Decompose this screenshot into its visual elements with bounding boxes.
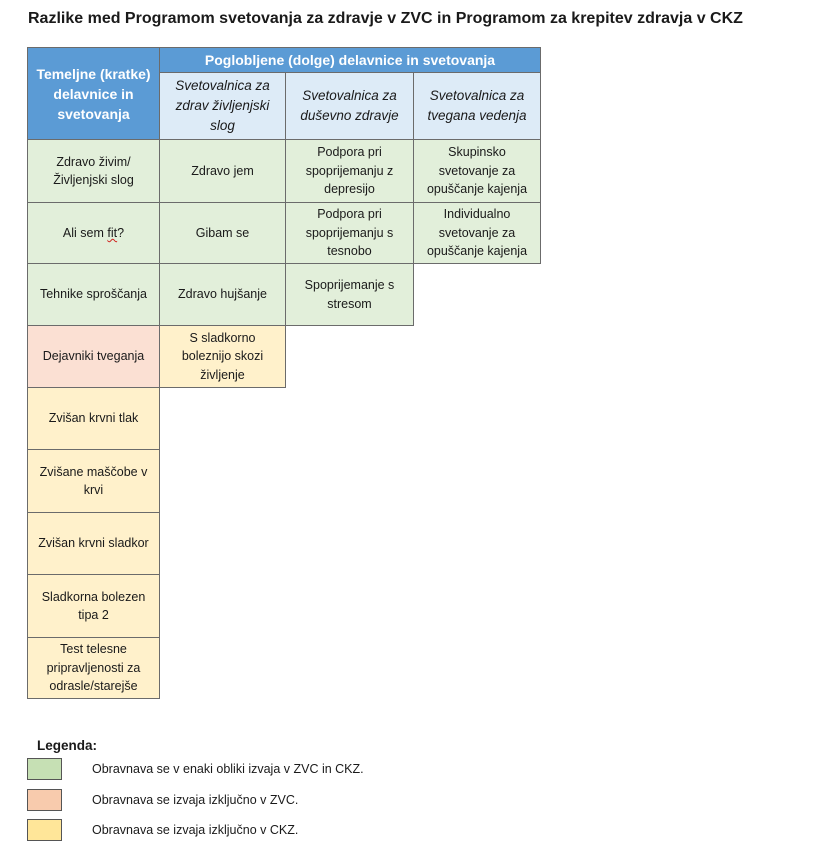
- header-lifestyle-counselling: Svetovalnica za zdrav življenjski slog: [159, 72, 286, 140]
- table-cell: Podpora pri spoprijemanju z depresijo: [285, 139, 414, 203]
- table-cell: Individualno svetovanje za opuščanje kaj…: [413, 202, 541, 264]
- header-advanced-workshops: Poglobljene (dolge) delavnice in svetova…: [159, 47, 541, 73]
- table-cell: Zdravo jem: [159, 139, 286, 203]
- legend-item-text: Obravnava se izvaja izključno v ZVC.: [92, 793, 299, 807]
- table-cell: Gibam se: [159, 202, 286, 264]
- page-title: Razlike med Programom svetovanja za zdra…: [28, 10, 743, 27]
- table-cell: Zvišan krvni tlak: [27, 387, 160, 450]
- table-cell: Ali sem fit?: [27, 202, 160, 264]
- header-lifestyle-counselling-label: Svetovalnica za zdrav življenjski slog: [175, 78, 270, 133]
- legend-title: Legenda:: [37, 738, 98, 753]
- legend-item-text: Obravnava se v enaki obliki izvaja v ZVC…: [92, 762, 364, 776]
- table-cell: Sladkorna bolezen tipa 2: [27, 574, 160, 638]
- header-basic-workshops: Temeljne (kratke) delavnice in svetovanj…: [27, 47, 160, 140]
- table-cell: Skupinsko svetovanje za opuščanje kajenj…: [413, 139, 541, 203]
- header-risk-behaviour-counselling-label: Svetovalnica za tvegana vedenja: [427, 88, 527, 123]
- table-cell: Podpora pri spoprijemanju s tesnobo: [285, 202, 414, 264]
- header-mental-health-counselling: Svetovalnica za duševno zdravje: [285, 72, 414, 140]
- table-cell: Zvišan krvni sladkor: [27, 512, 160, 575]
- header-mental-health-counselling-label: Svetovalnica za duševno zdravje: [300, 88, 399, 123]
- header-advanced-workshops-label: Poglobljene (dolge) delavnice in svetova…: [204, 52, 496, 68]
- header-risk-behaviour-counselling: Svetovalnica za tvegana vedenja: [413, 72, 541, 140]
- table-cell: S sladkorno boleznijo skozi življenje: [159, 325, 286, 388]
- legend-swatch-green: [27, 758, 62, 780]
- header-basic-workshops-label: Temeljne (kratke) delavnice in svetovanj…: [36, 65, 151, 122]
- table-cell: Zdravo hujšanje: [159, 263, 286, 326]
- table-cell: Tehnike sproščanja: [27, 263, 160, 326]
- table-cell: Zvišane maščobe v krvi: [27, 449, 160, 513]
- table-cell: Dejavniki tveganja: [27, 325, 160, 388]
- legend-swatch-peach: [27, 789, 62, 811]
- table-cell: Test telesne pripravljenosti za odrasle/…: [27, 637, 160, 699]
- legend-item-text: Obravnava se izvaja izključno v CKZ.: [92, 823, 299, 837]
- table-cell: Zdravo živim/Življenjski slog: [27, 139, 160, 203]
- legend-swatch-yellow: [27, 819, 62, 841]
- table-cell: Spoprijemanje s stresom: [285, 263, 414, 326]
